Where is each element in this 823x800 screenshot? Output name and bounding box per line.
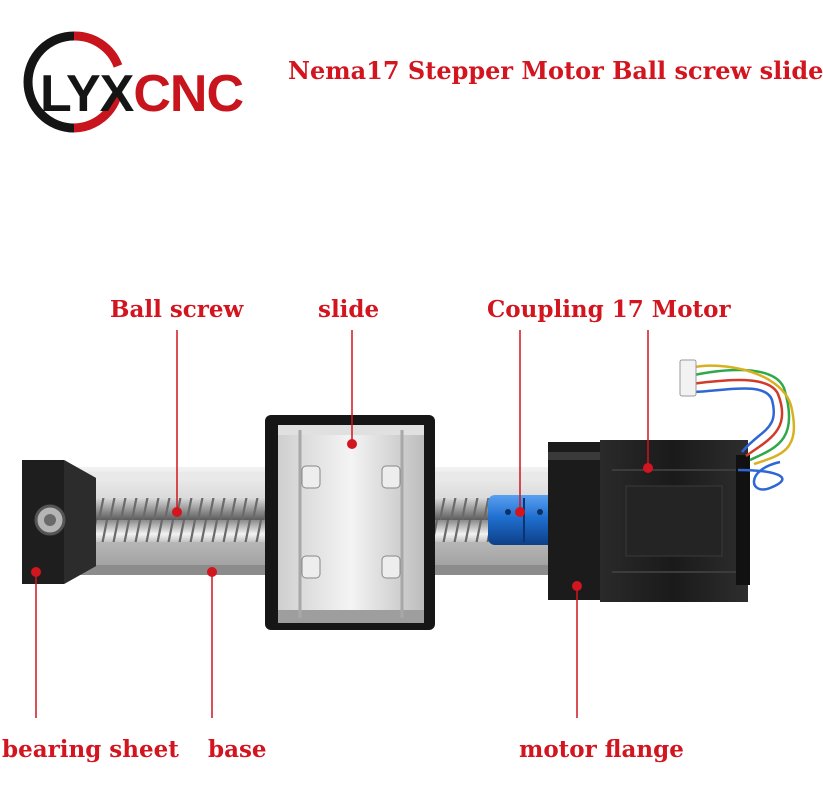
mounting-hole-icon (301, 555, 321, 579)
marker-slide (347, 439, 357, 449)
slide-top-edge (278, 425, 424, 435)
brand-logo: LYXCNC (14, 22, 244, 134)
label-bearing-sheet: bearing sheet (2, 736, 179, 763)
leader-lines (35, 330, 649, 718)
mounting-hole-icon (381, 465, 401, 489)
motor-end-cap (736, 455, 750, 585)
motor-flange (548, 442, 608, 600)
bearing-hub-icon (44, 514, 56, 526)
logo-ring-graphic (23, 31, 123, 133)
motor-wires (689, 364, 796, 491)
motor-face (625, 485, 723, 557)
marker-ball-screw (172, 507, 182, 517)
marker-motor (643, 463, 653, 473)
logo-text: LYXCNC (40, 65, 244, 123)
leader-markers (31, 439, 653, 591)
screw-icon (537, 509, 543, 515)
marker-coupling (515, 507, 525, 517)
bearing-sheet-side (64, 460, 96, 584)
label-slide: slide (318, 296, 380, 323)
marker-base (207, 567, 217, 577)
marker-motor-flange (572, 581, 582, 591)
mounting-hole-icon (301, 465, 321, 489)
screw-icon (505, 509, 511, 515)
label-ball-screw: Ball screw (110, 296, 244, 323)
wire-connector (679, 359, 697, 397)
slide-bottom-edge (278, 610, 424, 623)
label-base: base (208, 736, 267, 763)
mounting-hole-icon (381, 555, 401, 579)
motor-flange-edge (548, 452, 608, 460)
marker-bearing-sheet (31, 567, 41, 577)
page-title: Nema17 Stepper Motor Ball screw slide (288, 56, 823, 85)
product-diagram (22, 330, 796, 718)
label-motor-flange: motor flange (519, 736, 684, 763)
label-coupling: Coupling 17 Motor (487, 296, 731, 323)
slide-top-plate (278, 425, 424, 623)
